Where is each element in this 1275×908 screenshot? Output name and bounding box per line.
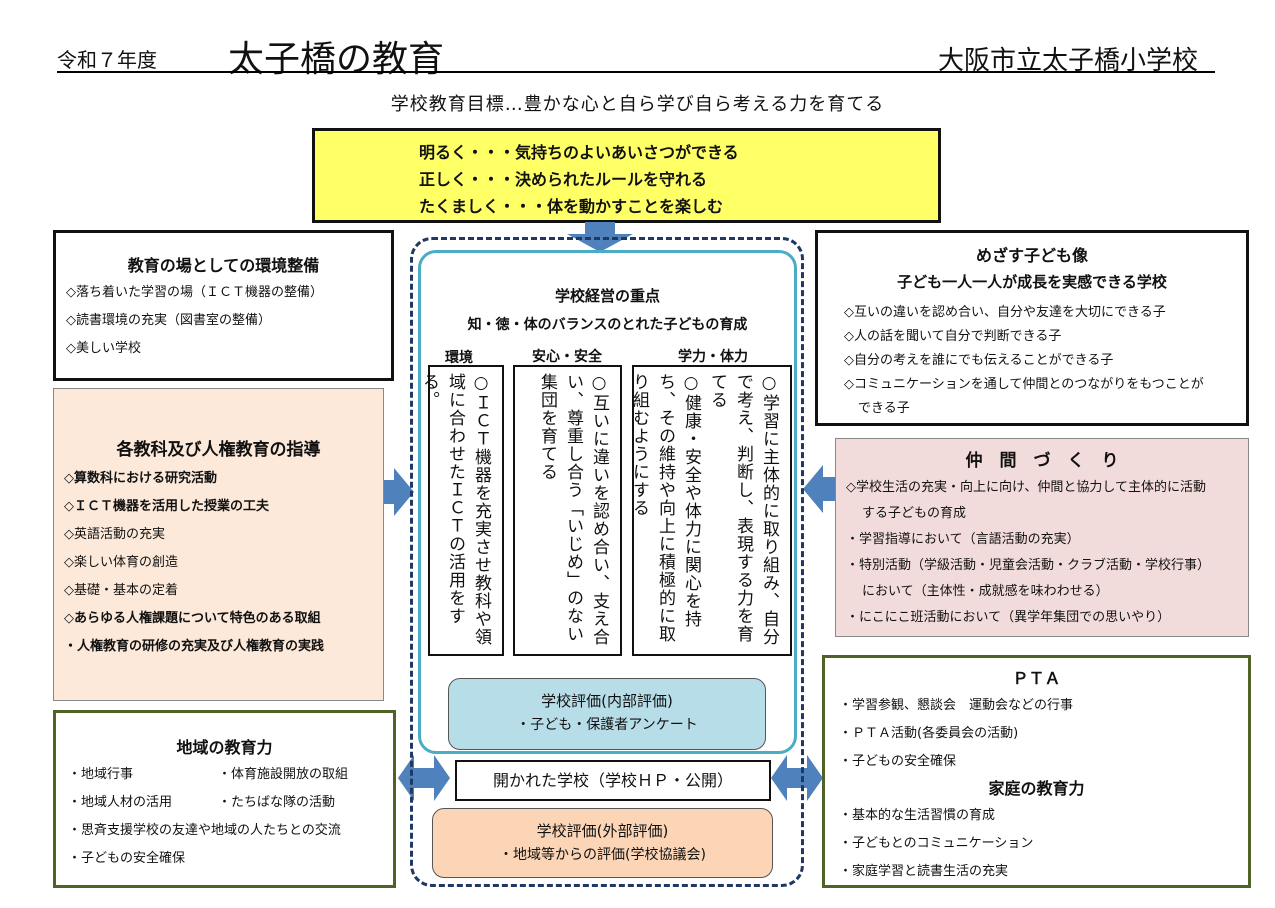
list-item: ・学習参観、懇談会 運動会などの行事 (839, 698, 1074, 713)
double-arrow-right-icon (771, 755, 823, 801)
year-label: 令和７年度 (57, 48, 157, 72)
list-item: ・にこにこ班活動において（異学年集団での思いやり） (846, 610, 1171, 625)
home-title: 家庭の教育力 (988, 779, 1085, 798)
list-item: ◇英語活動の充実 (64, 527, 165, 542)
pta-home-box: ＰＴＡ ・学習参観、懇談会 運動会などの行事 ・ＰＴＡ活動(各委員会の活動) ・… (822, 655, 1251, 888)
internal-eval-sub: ・子ども・保護者アンケート (516, 717, 698, 733)
list-item: ・人権教育の研修の充実及び人権教育の実践 (64, 639, 325, 654)
external-eval-sub: ・地域等からの評価(学校協議会) (499, 847, 706, 863)
school-management-container (410, 237, 804, 887)
list-item: ・学習指導において（言語活動の充実） (846, 532, 1080, 547)
list-item: ◇楽しい体育の創造 (64, 555, 178, 570)
list-item: ◇コミュニケーションを通して仲間とのつながりをもつことが (844, 377, 1204, 392)
internal-eval-title: 学校評価(内部評価) (541, 692, 673, 710)
arrow-left-icon (803, 465, 837, 513)
list-item: ◇落ち着いた学習の場（ＩＣＴ機器の整備） (66, 285, 323, 300)
column-heading-safety: 安心・安全 (532, 349, 602, 365)
ideal-child-box: めざす子ども像 子ども一人一人が成長を実感できる学校 ◇互いの違いを認め合い、自… (815, 230, 1249, 426)
ideal-title: めざす子ども像 (975, 246, 1088, 265)
list-item: において（主体性・成就感を味わわせる） (862, 584, 1109, 599)
friends-box: 仲 間 づ く り ◇学校生活の充実・向上に向け、仲間と協力して主体的に活動 す… (835, 438, 1249, 637)
list-item: ◇美しい学校 (66, 341, 141, 356)
list-item: ・基本的な生活習慣の育成 (839, 808, 996, 823)
list-item: ・家庭学習と読書生活の充実 (839, 864, 1009, 879)
list-item: ・地域行事 (68, 767, 134, 782)
list-item: ◇読書環境の充実（図書室の整備） (66, 313, 271, 328)
column-text: ○互いに違いを認め合い、支え合い、尊重し合う「いじめ」のない集団を育てる (537, 373, 609, 646)
list-item: ・ＰＴＡ活動(各委員会の活動) (839, 726, 1019, 741)
school-goal: 学校教育目標…豊かな心と自ら学び自ら考える力を育てる (390, 94, 885, 115)
list-item: ◇あらゆる人権課題について特色のある取組 (64, 611, 321, 626)
list-item: ・地域人材の活用 (68, 795, 173, 810)
community-box: 地域の教育力 ・地域行事 ・体育施設開放の取組 ・地域人材の活用 ・たちばな隊の活動… (53, 710, 396, 888)
column-text: ○学習に主体的に取り組み、自分で考え、判断し、表現する力を育てる (707, 373, 779, 646)
motto-1: 明るく・・・気持ちのよいあいさつができる (419, 143, 739, 162)
arrow-right-icon (380, 468, 414, 516)
motto-box: 明るく・・・気持ちのよいあいさつができる 正しく・・・決められたルールを守れる … (312, 128, 941, 223)
management-subtitle: 知・徳・体のバランスのとれた子どもの育成 (467, 317, 748, 333)
management-title: 学校経営の重点 (554, 287, 660, 305)
motto-3: たくましく・・・体を動かすことを楽しむ (419, 197, 724, 216)
list-item: ・子どもの安全確保 (68, 851, 186, 866)
ideal-subtitle: 子ども一人一人が成長を実感できる学校 (897, 273, 1167, 291)
ability-column: ○学習に主体的に取り組み、自分で考え、判断し、表現する力を育てる○健康・安全や体… (629, 365, 792, 656)
external-evaluation-box: 学校評価(外部評価) ・地域等からの評価(学校協議会) (432, 808, 773, 878)
list-item: ◇自分の考えを誰にでも伝えることができる子 (844, 353, 1114, 368)
list-item: ◇人の話を聞いて自分で判断できる子 (844, 329, 1062, 344)
community-title: 地域の教育力 (176, 738, 273, 757)
list-item: ・たちばな隊の活動 (218, 795, 336, 810)
list-item: ◇互いの違いを認め合い、自分や友達を大切にできる子 (844, 305, 1166, 320)
column-text: ○健康・安全や体力に関心を持ち、その維持や向上に積極的に取り組むようにする (629, 373, 701, 643)
header-divider (57, 71, 1215, 73)
list-item: ◇基礎・基本の定着 (64, 583, 178, 598)
open-school-box: 開かれた学校（学校ＨＰ・公開） (455, 760, 771, 801)
column-heading-environment: 環境 (445, 350, 473, 366)
list-item: ◇学校生活の充実・向上に向け、仲間と協力して主体的に活動 (846, 480, 1206, 495)
list-item: ◇ＩＣＴ機器を活用した授業の工夫 (64, 499, 269, 514)
page-title: 太子橋の教育 (228, 39, 445, 80)
column-text: ○ＩＣＴ機器を充実させ教科や領域に合わせたＩＣＴの活用をする。 (419, 373, 491, 646)
list-item: ・思斉支援学校の友達や地域の人たちとの交流 (68, 823, 341, 838)
list-item: ◇算数科における研究活動 (64, 471, 217, 486)
list-item: ・特別活動（学級活動・児童会活動・クラブ活動・学校行事） (846, 558, 1211, 573)
list-item: ・体育施設開放の取組 (218, 767, 349, 782)
subjects-box: 各教科及び人権教育の指導 ◇算数科における研究活動 ◇ＩＣＴ機器を活用した授業の… (53, 388, 384, 701)
list-item: する子どもの育成 (862, 506, 967, 521)
environment-box: 教育の場としての環境整備 ◇落ち着いた学習の場（ＩＣＴ機器の整備） ◇読書環境の… (53, 230, 394, 381)
friends-title: 仲 間 づ く り (965, 451, 1119, 471)
motto-2: 正しく・・・決められたルールを守れる (419, 170, 708, 189)
list-item: ・子どもとのコミュニケーション (839, 836, 1034, 851)
column-heading-ability: 学力・体力 (678, 349, 748, 365)
safety-column: ○互いに違いを認め合い、支え合い、尊重し合う「いじめ」のない集団を育てる (513, 365, 622, 656)
list-item: ・子どもの安全確保 (839, 754, 957, 769)
pta-title: ＰＴＡ (1012, 669, 1061, 688)
external-eval-title: 学校評価(外部評価) (536, 822, 669, 840)
internal-evaluation-box: 学校評価(内部評価) ・子ども・保護者アンケート (448, 678, 766, 750)
list-item: できる子 (858, 401, 910, 416)
subjects-title: 各教科及び人権教育の指導 (116, 440, 321, 460)
environment-title: 教育の場としての環境整備 (127, 256, 320, 275)
environment-column: ○ＩＣＴ機器を充実させ教科や領域に合わせたＩＣＴの活用をする。 (419, 365, 504, 656)
